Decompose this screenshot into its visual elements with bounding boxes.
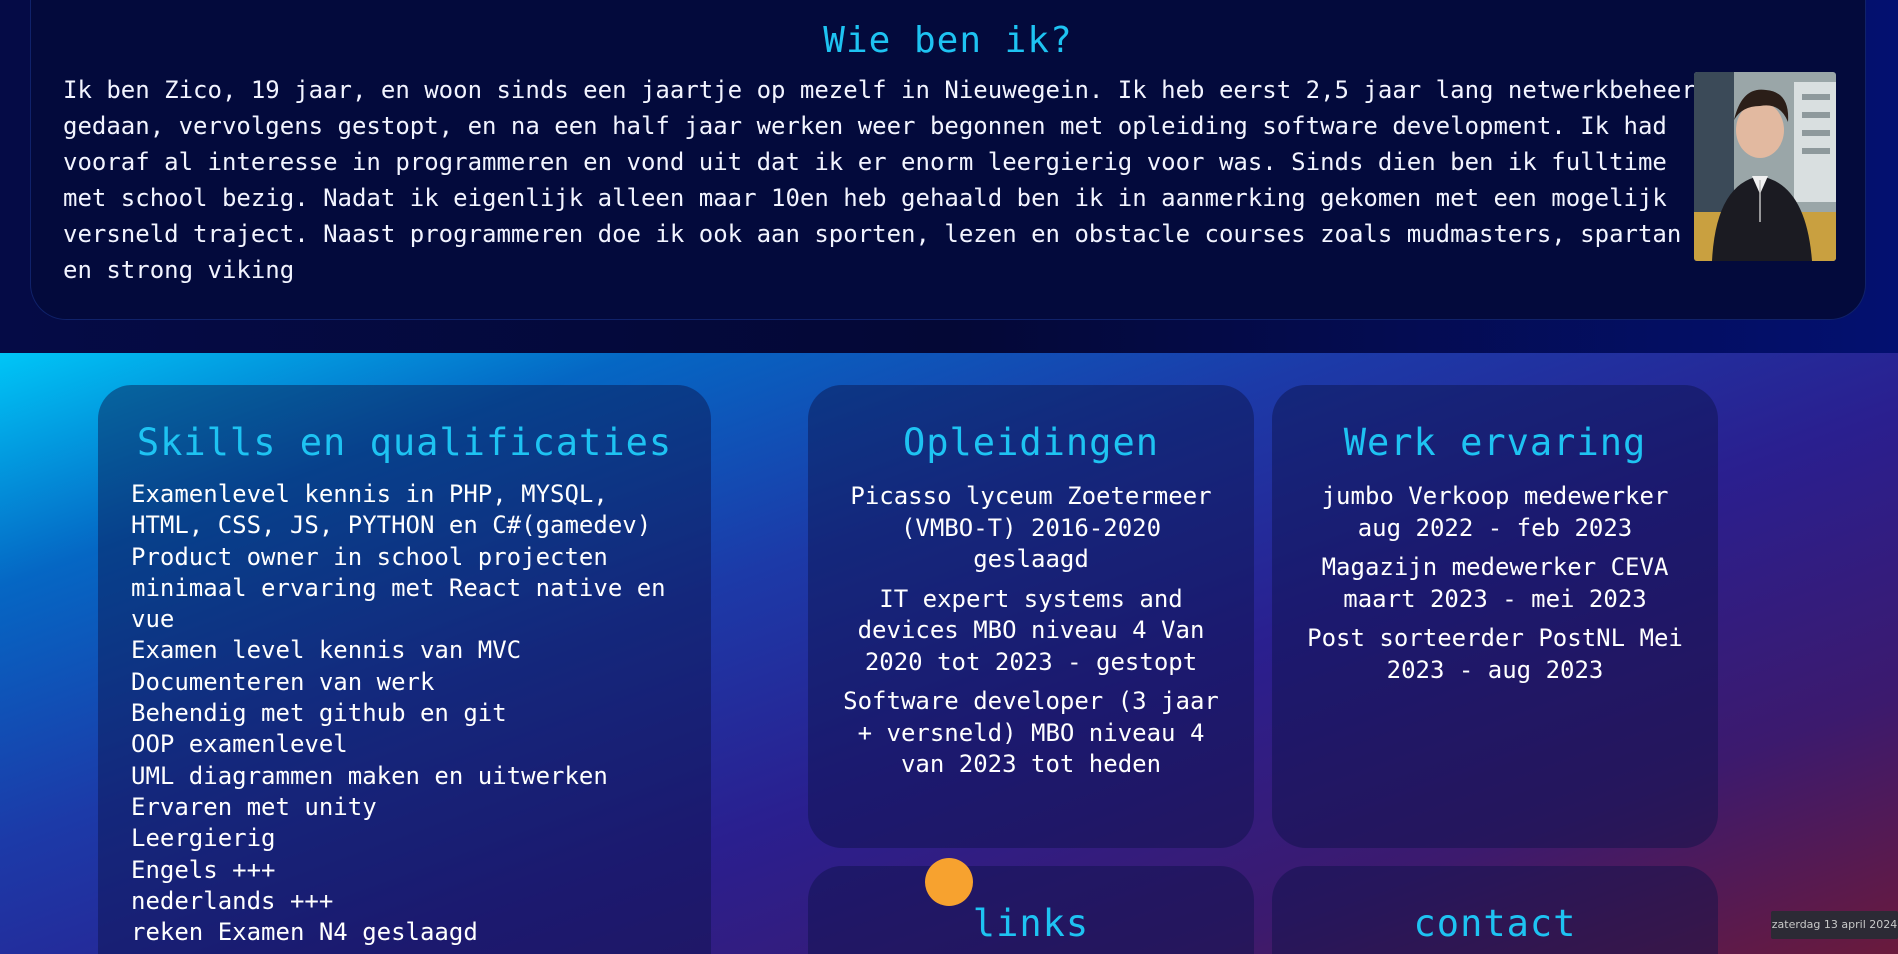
cursor-dot-icon bbox=[925, 858, 973, 906]
cv-section bbox=[0, 353, 1898, 954]
skills-list: Examenlevel kennis in PHP, MYSQL, HTML, … bbox=[131, 479, 666, 948]
skill-item: minimaal ervaring met React native en bbox=[131, 573, 666, 602]
skill-item: HTML, CSS, JS, PYTHON en C#(gamedev) bbox=[131, 511, 652, 540]
skill-item: Behendig met github en git bbox=[131, 699, 507, 728]
skill-item: Examenlevel kennis in PHP, MYSQL, bbox=[131, 480, 608, 508]
taskbar-date: zaterdag 13 april 2024 bbox=[1771, 911, 1898, 939]
work-item: jumbo Verkoop medewerker aug 2022 - feb … bbox=[1321, 482, 1669, 542]
education-card: Opleidingen Picasso lyceum Zoetermeer (V… bbox=[808, 385, 1254, 848]
skill-item: reken Examen N4 geslaagd bbox=[131, 918, 478, 947]
skill-item: vue bbox=[131, 605, 175, 634]
links-card: links bbox=[808, 866, 1254, 954]
about-card: Wie ben ik? Ik ben Zico, 19 jaar, en woo… bbox=[30, 0, 1866, 320]
links-title[interactable]: links bbox=[972, 902, 1090, 945]
contact-card: contact bbox=[1272, 866, 1718, 954]
skill-item: Leergierig bbox=[131, 824, 276, 853]
profile-photo bbox=[1694, 72, 1836, 261]
work-list: jumbo Verkoop medewerker aug 2022 - feb … bbox=[1302, 481, 1688, 694]
work-title: Werk ervaring bbox=[1343, 421, 1647, 464]
skill-item: nederlands +++ bbox=[131, 886, 334, 915]
skills-title: Skills en qualificaties bbox=[136, 421, 673, 464]
education-item: IT expert systems and devices MBO niveau… bbox=[857, 584, 1205, 676]
education-title: Opleidingen bbox=[902, 421, 1160, 464]
skill-item: UML diagrammen maken en uitwerken bbox=[131, 761, 608, 790]
about-section: Wie ben ik? Ik ben Zico, 19 jaar, en woo… bbox=[0, 0, 1898, 353]
profile-photo-image bbox=[1694, 72, 1836, 261]
skill-item: Documenteren van werk bbox=[131, 667, 435, 696]
skill-item: Ervaren met unity bbox=[131, 792, 377, 821]
about-title: Wie ben ik? bbox=[823, 20, 1073, 61]
work-item: Magazijn medewerker CEVA maart 2023 - me… bbox=[1321, 553, 1669, 613]
skills-card: Skills en qualificaties Examenlevel kenn… bbox=[98, 385, 711, 954]
skill-item: Engels +++ bbox=[131, 855, 276, 884]
education-item: Picasso lyceum Zoetermeer (VMBO-T) 2016-… bbox=[850, 482, 1212, 573]
education-item: Software developer (3 jaar + versneld) M… bbox=[843, 687, 1219, 778]
skill-item: OOP examenlevel bbox=[131, 730, 348, 759]
work-card: Werk ervaring jumbo Verkoop medewerker a… bbox=[1272, 385, 1718, 848]
about-text: Ik ben Zico, 19 jaar, en woon sinds een … bbox=[63, 76, 1696, 284]
work-item: Post sorteerder PostNL Mei 2023 - aug 20… bbox=[1307, 624, 1683, 684]
contact-title[interactable]: contact bbox=[1413, 902, 1577, 945]
skill-item: Product owner in school projecten bbox=[131, 542, 608, 571]
skill-item: Examen level kennis van MVC bbox=[131, 636, 522, 665]
education-list: Picasso lyceum Zoetermeer (VMBO-T) 2016-… bbox=[838, 481, 1224, 789]
